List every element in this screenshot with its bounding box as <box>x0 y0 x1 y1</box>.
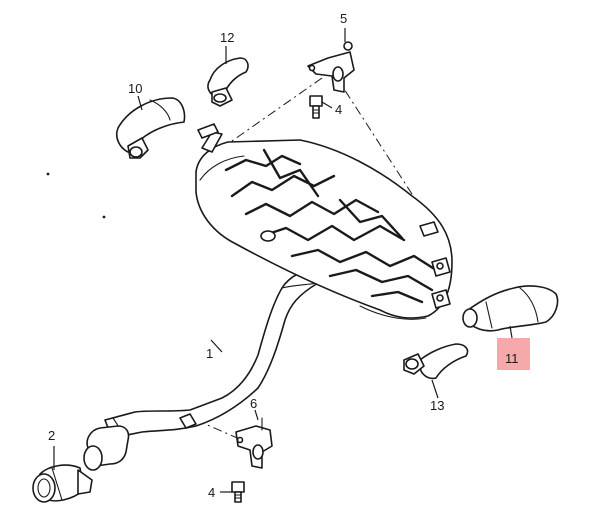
front-pipe <box>83 264 321 471</box>
leader-lines <box>53 28 513 493</box>
bracket-part-6 <box>235 417 273 469</box>
clamp-part-2 <box>32 464 93 503</box>
tailpipe-part-11 <box>462 285 559 332</box>
bolt-part-4-upper <box>309 95 323 119</box>
callout-12: 12 <box>220 30 234 45</box>
callout-6: 6 <box>250 396 257 411</box>
rear-silencer <box>195 123 453 320</box>
bolt-part-4-lower <box>231 481 245 503</box>
callout-13: 13 <box>430 398 444 413</box>
bracket-part-5 <box>307 41 355 93</box>
callout-5: 5 <box>340 11 347 26</box>
callout-10: 10 <box>128 81 142 96</box>
callout-4-upper: 4 <box>335 102 342 117</box>
callout-11-highlight <box>497 338 530 370</box>
tailpipe-part-10 <box>115 97 186 159</box>
callout-4-lower: 4 <box>208 485 215 500</box>
reference-dots <box>46 172 106 219</box>
tailpipe-part-12 <box>207 57 249 107</box>
callout-1: 1 <box>206 346 213 361</box>
callout-labels: 12 10 5 4 1 6 4 2 13 11 <box>48 11 519 500</box>
callout-2: 2 <box>48 428 55 443</box>
callout-11: 11 <box>505 351 519 366</box>
tailpipe-part-13 <box>403 343 469 380</box>
